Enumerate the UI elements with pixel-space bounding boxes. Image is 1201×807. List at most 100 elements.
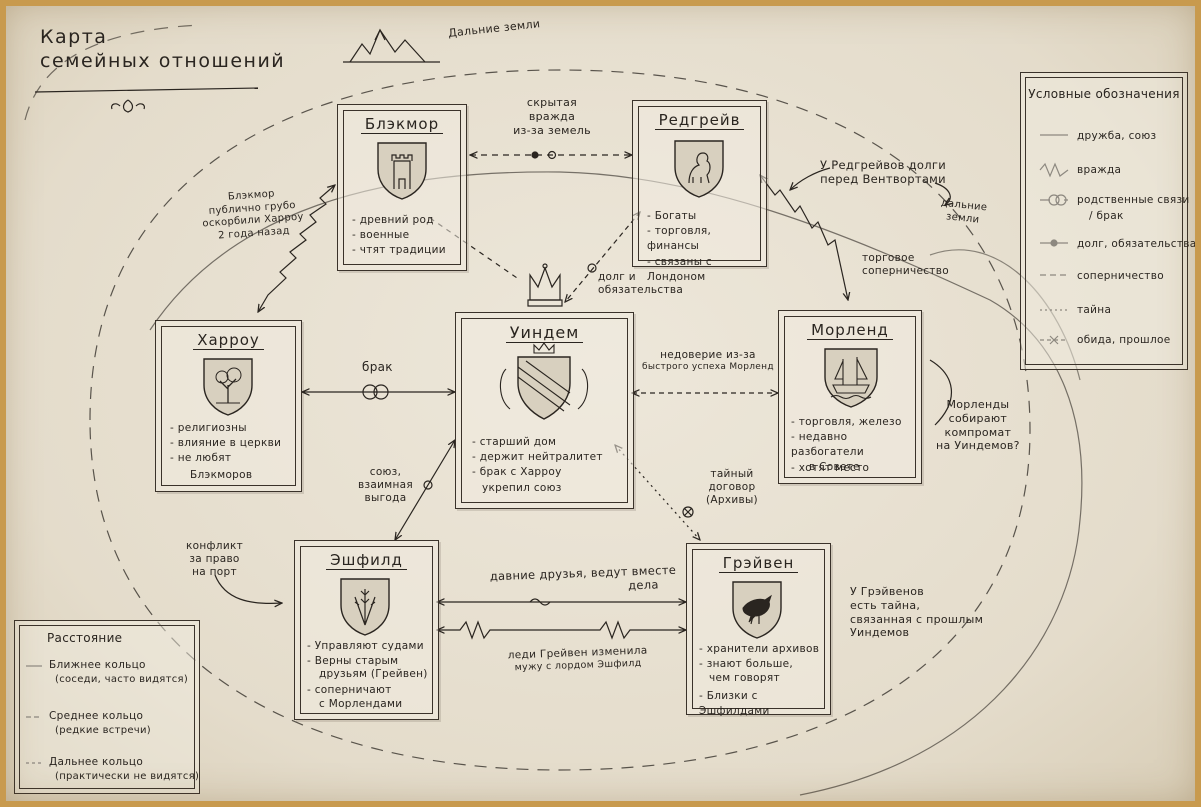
trait: знают больше, (699, 657, 819, 672)
trait: Богаты (647, 209, 766, 224)
trait: военные (352, 228, 446, 243)
family-name: Редгрейв (633, 111, 766, 130)
trait: Блэкморов (190, 469, 253, 481)
trait-list: древний род военные чтят традиции (352, 213, 446, 259)
outer-ring (24, 24, 201, 121)
trait: соперничают (307, 683, 392, 698)
ship-shield-icon (824, 348, 878, 408)
middle-ring (89, 69, 1031, 771)
family-name: Эшфилд (295, 551, 438, 570)
legend-title: Условные обозначения (1028, 87, 1180, 101)
distance-item-name: Дальнее кольцо (49, 756, 144, 768)
trait: Верны старым (307, 654, 424, 669)
family-name: Блэкмор (338, 115, 466, 134)
crown-icon (529, 266, 561, 301)
trait: не любят (170, 451, 281, 466)
trait: держит нейтралитет (472, 450, 603, 465)
trait: хранители архивов (699, 642, 819, 657)
title-line2: семейных отношений (40, 49, 286, 72)
family-card-harrow[interactable]: Харроу религиозны влияние в церкви не лю… (155, 320, 302, 492)
line-redgrave-windem (565, 212, 640, 302)
legend-item: соперничество (1077, 270, 1164, 282)
family-card-windem[interactable]: Уиндем старший дом держит нейтралитет бр… (455, 312, 634, 509)
trait: в Совете (809, 461, 860, 473)
trait: брак с Харроу (472, 465, 603, 480)
trait: хотят место (791, 461, 921, 476)
tree-shield-icon (203, 358, 253, 416)
wheat-shield-icon (340, 578, 390, 636)
line-ashfield-graven-betrayal (437, 620, 686, 640)
trait: недавно разбогатели (791, 430, 921, 460)
line-blackmore-windem (429, 217, 521, 281)
trait: Управляют судами (307, 639, 424, 654)
trait: чем говорят (709, 672, 780, 684)
trait: друзьям (Грейвен) (319, 668, 428, 680)
legend-item: долг, обязательства (1077, 238, 1197, 250)
distance-item-note: (редкие встречи) (55, 725, 152, 736)
label-marriage: брак (362, 360, 393, 374)
raven-shield-icon (732, 581, 782, 639)
legend-item: дружба, союз (1077, 130, 1157, 142)
legend-item: родственные связи (1077, 194, 1190, 206)
trait-list: хранители архивов знают больше, (699, 642, 819, 672)
legend-item: вражда (1077, 164, 1122, 176)
trait: чтят традиции (352, 243, 446, 258)
distance-item-note: (соседи, часто видятся) (55, 674, 189, 685)
trait-list: старший дом держит нейтралитет брак с Ха… (472, 435, 603, 481)
family-card-ashfield[interactable]: Эшфилд Управляют судами Верны старым дру… (294, 540, 439, 720)
distance-item-name: Среднее кольцо (49, 710, 144, 722)
family-card-graven[interactable]: Грэйвен хранители архивов знают больше, … (686, 543, 831, 717)
family-card-redgrave[interactable]: Редгрейв Богаты торговля, финансы связан… (632, 100, 767, 283)
trait-list: Близки с Эшфилдами (699, 689, 830, 719)
family-card-morland[interactable]: Морленд торговля, железо недавно разбога… (778, 310, 922, 484)
trait-list: религиозны влияние в церкви не любят (170, 421, 281, 467)
family-card-blackmore[interactable]: Блэкмор древний род военные чтят традици… (337, 104, 467, 271)
distance-item-note: (практически не видятся) (55, 771, 200, 782)
trait: торговля, железо (791, 415, 921, 430)
trait-list: соперничают (307, 683, 392, 698)
legend-item: обида, прошлое (1077, 334, 1171, 346)
mountains-icon (349, 28, 426, 63)
line-windem-ashfield (395, 440, 455, 540)
trait: влияние в церкви (170, 436, 281, 451)
line-redgrave-morland (760, 175, 848, 300)
page-title: Карта семейных отношений (40, 26, 285, 74)
title-line1: Карта (40, 26, 108, 48)
trait: связаны с Лондоном (647, 255, 766, 285)
trait: Близки с Эшфилдами (699, 689, 830, 719)
legend-box: Условные обозначения дружба, союз вражда… (1020, 72, 1196, 370)
distance-item-name: Ближнее кольцо (49, 659, 146, 671)
chevron-shield-icon (499, 343, 589, 420)
trait: древний род (352, 213, 446, 228)
distance-title: Расстояние (47, 631, 123, 645)
trait-list: торговля, железо недавно разбогатели хот… (791, 415, 921, 476)
trait: религиозны (170, 421, 281, 436)
family-name: Харроу (156, 331, 301, 350)
lion-shield-icon (674, 140, 724, 198)
line-blackmore-harrow (258, 185, 335, 312)
tower-shield-icon (377, 142, 427, 200)
family-name: Грэйвен (687, 554, 830, 573)
port-conflict-arrow (214, 574, 282, 603)
family-name: Уиндем (456, 323, 633, 343)
legend-item: / брак (1089, 210, 1124, 222)
trait-list: Управляют судами Верны старым (307, 639, 424, 669)
trait-list: Богаты торговля, финансы связаны с Лондо… (647, 209, 766, 285)
trait: старший дом (472, 435, 603, 450)
distance-box: Расстояние Ближнее кольцо (соседи, часто… (14, 620, 200, 794)
trait: укрепил союз (482, 482, 562, 494)
